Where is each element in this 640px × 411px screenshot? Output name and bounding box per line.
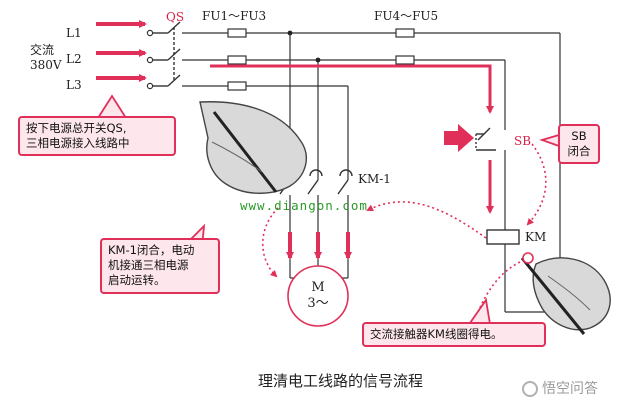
watermark-brand: 悟空问答 [542, 381, 598, 397]
sb-button [475, 127, 496, 151]
motor-label-m: M [311, 280, 325, 295]
qs-switch [153, 21, 181, 87]
watermark-logo: 悟空问答 [522, 378, 598, 398]
callout-km1-line3: 启动运转。 [108, 273, 166, 287]
callout-sb: SB 闭合 [558, 124, 600, 164]
callout-km1-line2: 机接通三相电源 [108, 258, 189, 272]
label-fu1: FU1～FU3 [202, 9, 267, 23]
km-coil [486, 229, 520, 245]
label-fu4: FU4～FU5 [374, 9, 439, 23]
callout-qs-line2: 三相电源接入线路中 [26, 136, 130, 150]
terminals [146, 29, 154, 90]
callout-qs: 按下电源总开关QS, 三相电源接入线路中 [18, 116, 176, 156]
label-l2: L2 [66, 52, 82, 66]
callout-km-coil: 交流接触器KM线圈得电。 [362, 322, 546, 347]
motor [287, 265, 349, 327]
watermark-url: www.diangon.com [240, 198, 368, 213]
hand-right-icon [520, 257, 611, 335]
label-l1: L1 [66, 26, 82, 40]
callout-sb-line1: SB [571, 129, 587, 143]
label-km1: KM-1 [358, 172, 391, 186]
motor-label: M 3～ [303, 280, 333, 312]
input-arrows [96, 20, 147, 82]
label-sb: SB [514, 134, 532, 148]
label-km: KM [525, 230, 547, 244]
callout-km1: KM-1闭合，电动 机接通三相电源 启动运转。 [100, 238, 220, 294]
label-qs: QS [166, 10, 185, 24]
figure-caption: 理清电工线路的信号流程 [258, 372, 424, 390]
km-contact-point [522, 252, 534, 264]
dotted-signal-paths [261, 143, 547, 329]
callout-qs-line1: 按下电源总开关QS, [26, 121, 127, 135]
label-supply-type: 交流 [30, 43, 55, 57]
junction-dots [287, 30, 321, 63]
chat-bubble-icon [522, 381, 538, 397]
callout-km1-line1: KM-1闭合，电动 [108, 243, 195, 257]
callout-sb-line2: 闭合 [567, 144, 591, 158]
fuses [227, 28, 415, 91]
label-supply-voltage: 380V [30, 58, 62, 72]
hand-left-icon [199, 101, 308, 194]
motor-label-phase: 3～ [307, 296, 329, 311]
label-l3: L3 [66, 78, 82, 92]
sb-press-arrow [444, 124, 474, 152]
